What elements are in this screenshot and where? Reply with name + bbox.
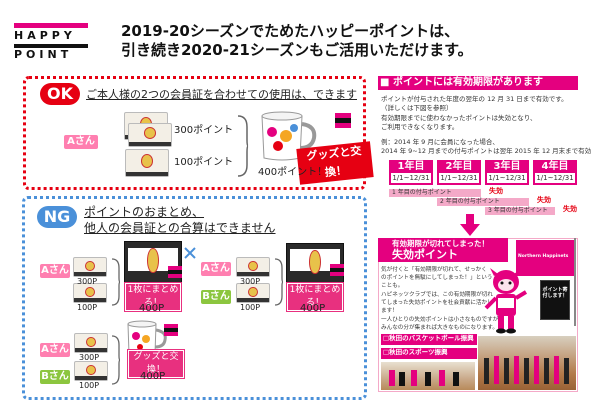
cause-1: □秋田のバスケットボール振興 [383, 334, 474, 342]
expiry-title-bar [378, 76, 578, 90]
ng-title-line2: 他人の会員証との合算はできません [84, 221, 276, 235]
points-row-2: 2 年目の付与ポイント失効 [437, 196, 551, 206]
ng-card-a4 [74, 333, 108, 353]
ng-a-person: Aさん [40, 264, 70, 278]
ok-flag-icon [335, 113, 355, 131]
ok-title: ご本人様の2つの会員証を合わせての使用は、できます [86, 88, 357, 101]
lost-header [378, 238, 508, 262]
ng-merged-card-2 [286, 243, 344, 283]
headline-line2: 引き続き2020-21シーズンもご活用いただけます。 [121, 41, 473, 59]
ng-merged-card-1 [124, 241, 182, 283]
logo-line2: POINT [14, 48, 73, 61]
expiry-desc3: 有効期限までに使わなかったポイントは失効となり、 [381, 114, 537, 122]
ng-badge: NG [37, 206, 77, 228]
ng-brace-2 [274, 258, 284, 306]
ng-a-person-2: Aさん [201, 262, 231, 276]
ng-title-line1: ポイントのおまとめ、 [84, 205, 205, 219]
ng-card-b2 [74, 361, 108, 381]
ng-exchange-label: グッズと交換！ [128, 350, 184, 378]
expiry-desc4: ご利用できなくなります。 [381, 123, 459, 131]
lost-body1: 気が付くと「有効期限が切れて、せっかく [381, 267, 487, 273]
ng-brace-1 [111, 258, 121, 306]
donation-sign [540, 280, 570, 320]
points-row-1: 1 年目の付与ポイント失効 [389, 187, 503, 197]
ok-panel [23, 76, 366, 190]
lost-body5: てしまった失効ポイントを社会貢献に活かし [381, 300, 493, 306]
ng-brace-3 [111, 335, 121, 385]
ng-a-300: 300P [77, 277, 98, 286]
logo-bar-top [14, 23, 88, 28]
ng-total-3: 400P [140, 371, 166, 382]
cause-box-1 [381, 334, 477, 345]
event-photo-1 [381, 362, 475, 390]
ng-flag-icon-3 [164, 324, 182, 338]
ng-a2-300: 300P [240, 277, 261, 286]
lost-body2: のポイントを無駄にしてしまった！」という [381, 275, 493, 281]
ng-card-b1 [236, 283, 270, 303]
ok-card-1b [128, 123, 172, 147]
down-arrow-icon [460, 214, 480, 236]
event-photo-2 [478, 336, 576, 390]
expiry-example2: 2014 年 9~12 月までの付与ポイントは翌年 2015 年 12 月末まで… [381, 147, 592, 155]
ng-flag-icon-2 [330, 264, 348, 278]
ng-a3-300: 300P [79, 353, 100, 362]
cause-box-2 [381, 348, 477, 359]
flag-pole [574, 238, 576, 326]
ng-merge-label-1: 1枚にまとめる！ [125, 283, 181, 311]
lost-title: 失効ポイント [392, 248, 458, 261]
ok-person-label: Aさん [64, 135, 98, 149]
lost-body7: 一人ひとりの失効ポイントは小さなものですが、 [381, 317, 504, 323]
ok-card2-points: 100ポイント [174, 157, 234, 168]
team-flag-text: Northern Happinets [518, 254, 569, 259]
ng-a-100: 100P [77, 303, 98, 312]
team-flag [516, 240, 574, 276]
expiry-desc1: ポイントが付与された年度の翌年の 12 月 31 日まで有効です。 [381, 95, 568, 103]
expiry-example1: 例：2014 年 9 月に会員になった場合、 [381, 138, 499, 146]
ng-b-person-3: Bさん [40, 370, 70, 384]
points-row-3: 3 年目の付与ポイント失効 [485, 205, 577, 215]
ok-brace [237, 115, 249, 177]
logo-line1: HAPPY [14, 29, 76, 42]
ng-flag-icon-1 [168, 266, 186, 280]
expiry-desc2: （詳しくは下図を参照） [381, 104, 453, 112]
ok-badge: OK [40, 83, 80, 105]
ok-card1-points: 300ポイント [174, 125, 234, 136]
lost-body4: ハピネッツクラブでは、この有効期限が切れ [381, 292, 493, 298]
ng-b-100: 100P [240, 303, 261, 312]
lost-body8: みんなの分が集まれば大きなものになります。 [381, 325, 498, 331]
ng-b2-100: 100P [79, 381, 100, 390]
lost-body3: ことも。 [381, 283, 404, 289]
ok-total: 400ポイント！ [258, 167, 328, 178]
donation-sign-text: ポイント寄付します！ [542, 287, 568, 299]
ng-panel [22, 196, 367, 400]
lost-body6: ます！ [381, 308, 398, 314]
logo-bar-mid [14, 44, 88, 48]
ng-card-a3 [236, 257, 270, 277]
ok-card-2 [125, 149, 169, 177]
ng-total-1: 400P [139, 303, 165, 314]
ok-mug-icon [261, 111, 317, 161]
ng-card-a2 [73, 283, 107, 303]
cause-2: □秋田のスポーツ振興 [383, 348, 448, 356]
ng-merge-label-2: 1枚にまとめる！ [287, 283, 343, 311]
ng-b-person-2: Bさん [201, 290, 231, 304]
mascot-illustration [484, 268, 528, 334]
ng-total-2: 400P [300, 303, 326, 314]
headline-line1: 2019-20シーズンでためたハッピーポイントは、 [121, 22, 460, 40]
lost-sub: 有効期限が切れてしまった！ [392, 239, 489, 248]
expiry-title: ポイントには有効期限があります [393, 77, 543, 88]
expiry-alert-icon: ■ [380, 77, 390, 88]
ng-cross-mark [184, 247, 196, 259]
ng-a-person-3: Aさん [40, 343, 70, 357]
ng-card-a1 [73, 257, 107, 277]
